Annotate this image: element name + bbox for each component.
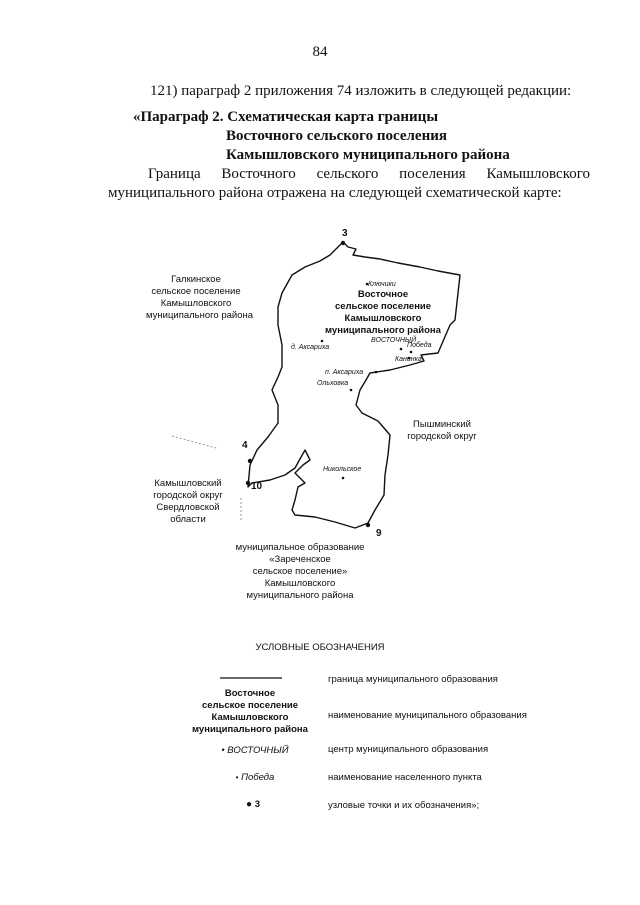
settlement-dot — [320, 339, 324, 343]
legend-boundary-text: граница муниципального образования — [328, 674, 498, 685]
node-marker-4 — [247, 458, 253, 464]
settlement-klyuchiki: Ключики — [368, 281, 396, 288]
legend-center-sample: • ВОСТОЧНЫЙ — [221, 745, 289, 756]
boundary-tick — [171, 435, 217, 449]
node-label-10: 10 — [251, 481, 263, 492]
schematic-map — [171, 240, 461, 529]
settlement-olkhovka: Ольховка — [317, 380, 349, 387]
legend-node-text: узловые точки и их обозначения»; — [328, 800, 480, 811]
heading-line-1: «Параграф 2. Схематическая карта границы — [133, 109, 439, 125]
settlement-dot — [374, 370, 378, 374]
settlement-dot — [399, 347, 403, 351]
settlement-vostochny: ВОСТОЧНЫЙ — [371, 337, 417, 344]
heading-line-3: Камышловского муниципального района — [226, 147, 510, 163]
node-label-4: 4 — [242, 440, 248, 451]
settlement-dot — [365, 282, 369, 286]
settlement-dot — [349, 388, 353, 392]
settlement-kaninka: Канинка — [395, 356, 422, 363]
page-number: 84 — [312, 44, 328, 60]
settlement-dot — [407, 356, 411, 360]
settlement-d-aksarikha: д. Аксариха — [291, 344, 330, 351]
section-heading: «Параграф 2. Схематическая карта границы… — [133, 108, 510, 165]
settlement-nikolskoe: Никольское — [323, 466, 362, 473]
node-marker-9 — [365, 522, 371, 528]
legend-name-text: наименование муниципального образования — [328, 710, 527, 721]
heading-line-2: Восточного сельского поселения — [226, 128, 447, 144]
legend-node-dot-icon: ● — [246, 799, 253, 810]
legend-settlement-sample: • Победа — [235, 772, 275, 783]
legend-settlement-text: наименование населенного пункта — [328, 772, 482, 783]
intro-line: 121) параграф 2 приложения 74 изложить в… — [150, 83, 572, 99]
legend-boundary-sample — [220, 677, 282, 679]
settlement-pobeda: Победа — [407, 342, 432, 349]
legend-center-text: центр муниципального образования — [328, 744, 489, 755]
legend-node-sample: ● 3 — [246, 799, 260, 810]
settlement-dot — [409, 350, 413, 354]
node-label-3: 3 — [342, 228, 348, 239]
legend-title: УСЛОВНЫЕ ОБОЗНАЧЕНИЯ — [255, 642, 385, 653]
node-marker-10 — [245, 480, 251, 486]
description-paragraph: Граница Восточного сельского поселения К… — [108, 166, 590, 201]
node-label-9: 9 — [376, 528, 382, 539]
settlement-p-aksarikha: п. Аксариха — [325, 369, 364, 376]
settlement-dot — [341, 476, 345, 480]
boundary-line — [247, 241, 461, 529]
node-marker-3 — [340, 240, 346, 246]
